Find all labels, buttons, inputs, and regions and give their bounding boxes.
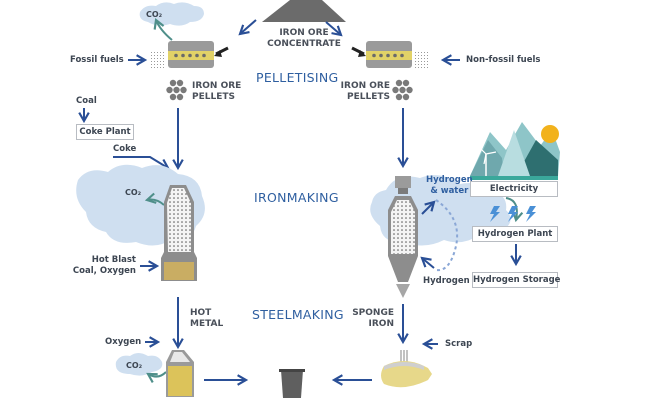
coke-plant-box: Coke Plant [76,124,134,140]
sponge-iron-line-1: SPONGE [352,308,394,318]
pellets-right-line-1: IRON ORE [340,81,390,91]
arrow-concentrate-right [325,21,343,37]
arrow-concentrate-left [238,19,257,36]
hot-metal-line-2: METAL [190,319,224,329]
stage-pelletising: PELLETISING [256,70,339,85]
hot-blast-label: Hot Blast Coal, Oxygen [70,255,136,277]
hydrogen-water-line-1: Hydrogen [426,175,473,185]
pellets-left-line-2: PELLETS [192,92,235,102]
electric-arc-furnace [381,350,432,388]
co2-arrow [153,17,173,41]
hydrogen-plant-box: Hydrogen Plant [472,226,558,242]
hydrogen-water-label: Hydrogen & water [426,175,473,197]
coke-label: Coke [113,144,137,154]
fossil-fuels-label: Fossil fuels [70,55,124,65]
co2-label-pellet: CO₂ [146,10,163,19]
pelletising-machine-left [150,41,229,68]
hydrogen-storage-box: Hydrogen Storage [472,272,560,288]
pelletising-machine-right [351,41,430,68]
arrow-electricity-to-plant [505,197,524,223]
hot-metal-label: HOT METAL [190,308,223,330]
concentrate-line-2: CONCENTRATE [267,39,341,49]
steel-ladle [279,369,305,398]
stage-ironmaking: IRONMAKING [254,190,339,205]
hydrogen-recycle-loop [435,199,458,272]
lightning-icons [490,206,536,222]
co2-arrow-converter [146,371,167,383]
coal-label: Coal [76,96,97,106]
pellets-icon-right [392,79,413,101]
pellets-right-line-2: PELLETS [347,92,390,102]
pellets-icon-left [166,79,187,101]
hot-metal-line-1: HOT [190,308,212,318]
arrow-hydrogen-water [421,200,436,215]
direct-reduction-shaft [388,176,418,298]
electricity-box: Electricity [470,181,558,197]
renewable-landscape [470,122,560,180]
pellets-left-line-1: IRON ORE [192,81,242,91]
hot-blast-line-2: Coal, Oxygen [72,266,136,276]
hydrogen-label: Hydrogen [423,276,470,286]
concentrate-line-1: IRON ORE [279,28,329,38]
sponge-iron-line-2: IRON [368,319,394,329]
iron-ore-pellets-right-label: IRON ORE PELLETS [340,81,390,103]
arrow-coke [113,156,170,170]
scrap-label: Scrap [445,339,473,349]
hot-blast-line-1: Hot Blast [91,255,136,265]
iron-ore-concentrate-label: IRON ORE CONCENTRATE [262,28,346,50]
co2-label-converter: CO₂ [126,361,143,370]
iron-ore-pellets-left-label: IRON ORE PELLETS [192,81,241,103]
blast-furnace [161,185,197,281]
stage-steelmaking: STEELMAKING [252,307,344,322]
iron-ore-concentrate-pile [262,0,346,22]
oxygen-label: Oxygen [105,337,142,347]
hydrogen-water-line-2: & water [430,186,469,196]
co2-label-blast: CO₂ [125,188,142,197]
non-fossil-fuels-label: Non-fossil fuels [466,55,541,65]
basic-oxygen-furnace [166,350,194,397]
co2-arrow-blast [144,192,165,206]
co2-cloud-converter [115,353,163,376]
sponge-iron-label: SPONGE IRON [348,308,394,330]
arrow-hydrogen-in [420,256,435,269]
